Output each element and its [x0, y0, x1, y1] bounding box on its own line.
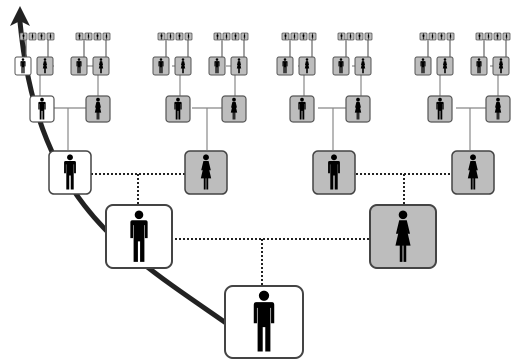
person-box [46, 32, 55, 41]
lineage-lines [25, 39, 507, 150]
person-box [289, 95, 315, 123]
person-box [152, 56, 170, 76]
curved-up-arrow-icon [10, 6, 239, 333]
person-box-self [224, 285, 304, 359]
person-box [428, 32, 437, 41]
person-box [175, 32, 184, 41]
person-box [493, 32, 502, 41]
person-box [436, 56, 454, 76]
person-box [36, 56, 54, 76]
person-box [221, 95, 247, 123]
generation-6-boxes [19, 32, 511, 41]
person-box [475, 32, 484, 41]
generation-4-boxes [29, 95, 511, 123]
person-box [184, 32, 193, 41]
person-box [276, 56, 294, 76]
person-box [346, 32, 355, 41]
person-box-grandparent [48, 150, 92, 195]
person-box [165, 95, 191, 123]
person-box [75, 32, 84, 41]
person-box [470, 56, 488, 76]
person-box [419, 32, 428, 41]
person-box [299, 32, 308, 41]
person-box [354, 56, 372, 76]
marriage-lines [91, 173, 452, 288]
person-box [355, 32, 364, 41]
person-box [84, 32, 93, 41]
person-box [92, 56, 110, 76]
person-box [231, 32, 240, 41]
person-box [230, 56, 248, 76]
person-box [29, 95, 55, 123]
person-box [437, 32, 446, 41]
person-box [484, 32, 493, 41]
person-box-mother [369, 204, 437, 269]
person-box [70, 56, 88, 76]
person-box [414, 56, 432, 76]
person-box [85, 95, 111, 123]
person-box [208, 56, 226, 76]
person-box [337, 32, 346, 41]
person-box [364, 32, 373, 41]
person-box [492, 56, 510, 76]
person-box [93, 32, 102, 41]
person-box [166, 32, 175, 41]
person-box [19, 32, 28, 41]
person-box-grandparent [451, 150, 495, 195]
person-box [102, 32, 111, 41]
person-box [332, 56, 350, 76]
person-box [298, 56, 316, 76]
person-box [213, 32, 222, 41]
person-box [345, 95, 371, 123]
person-box [14, 56, 32, 76]
person-box [446, 32, 455, 41]
generation-5-boxes [14, 56, 510, 76]
person-box [308, 32, 317, 41]
person-box-grandparent [312, 150, 356, 195]
person-box [281, 32, 290, 41]
person-box [427, 95, 453, 123]
person-box [28, 32, 37, 41]
person-box [37, 32, 46, 41]
person-box [290, 32, 299, 41]
person-box [157, 32, 166, 41]
person-box-father [105, 204, 173, 269]
person-box [240, 32, 249, 41]
person-box [485, 95, 511, 123]
person-box [502, 32, 511, 41]
person-box-grandparent [184, 150, 228, 195]
person-box [174, 56, 192, 76]
person-box [222, 32, 231, 41]
